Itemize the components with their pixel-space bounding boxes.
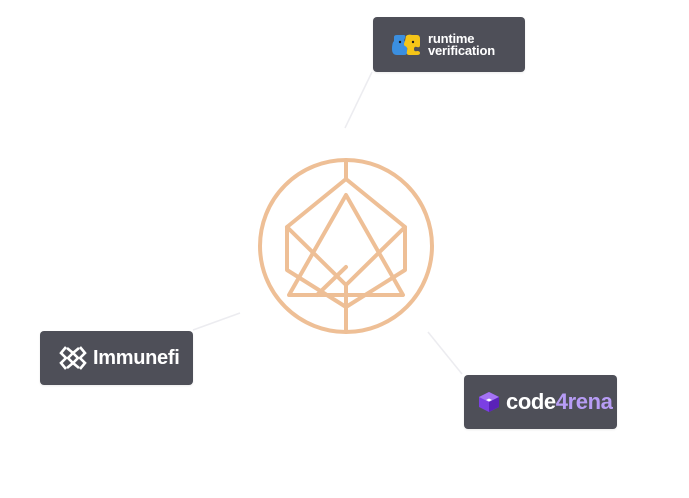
c4-label-main: code (506, 389, 556, 414)
immunefi-wordmark: Immunefi (93, 346, 180, 369)
code4rena-card[interactable]: code4rena (464, 375, 617, 429)
rv-line1: runtime (428, 30, 475, 46)
connector-rv (344, 71, 373, 129)
code4rena-wordmark: code4rena (506, 389, 613, 415)
connector-c4 (427, 331, 463, 375)
code4rena-cube-icon (479, 392, 499, 412)
gem-shield-logo-icon (258, 158, 434, 334)
rv-line2: verification (428, 42, 495, 58)
runtime-verification-wordmark: runtime verification (428, 30, 495, 58)
connector-immunefi (192, 312, 241, 331)
immunefi-card[interactable]: Immunefi (40, 331, 193, 385)
immunefi-logo-icon (59, 346, 87, 370)
puzzle-logo-icon (392, 34, 420, 55)
c4-label-accent: 4rena (555, 389, 613, 414)
runtime-verification-card[interactable]: runtime verification (373, 17, 525, 72)
